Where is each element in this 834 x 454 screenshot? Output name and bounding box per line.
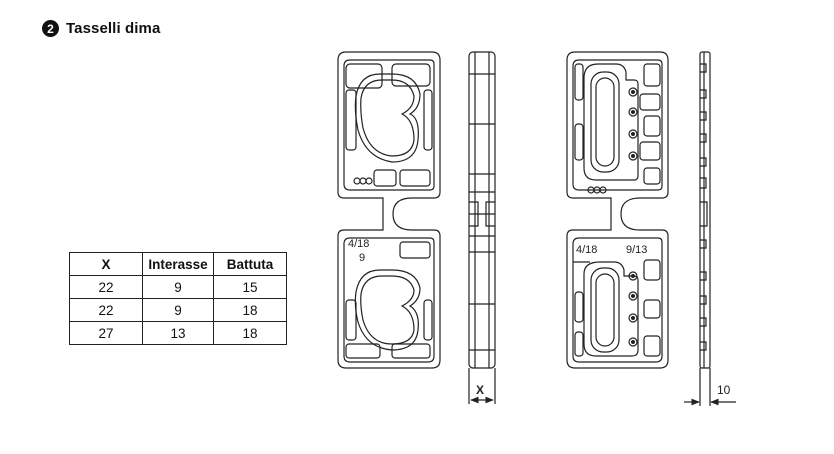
spec-table: X Interasse Battuta 22 9 15 22 9 18 27 1… bbox=[69, 252, 287, 345]
table-cell: 15 bbox=[213, 275, 287, 299]
dimension-x bbox=[468, 368, 496, 404]
left-template-label-bottom: 9 bbox=[359, 252, 365, 264]
dimension-x-label: X bbox=[476, 383, 484, 397]
table-header-row: X Interasse Battuta bbox=[69, 252, 287, 276]
right-template-label-left: 4/18 bbox=[576, 244, 597, 256]
table-cell: 18 bbox=[213, 298, 287, 322]
right-template-front-view bbox=[566, 51, 669, 369]
section-title: Tasselli dima bbox=[66, 20, 161, 37]
table-header-battuta: Battuta bbox=[213, 252, 287, 276]
table-cell: 18 bbox=[213, 321, 287, 345]
dimension-10-label: 10 bbox=[717, 383, 731, 397]
table-row: 22 9 15 bbox=[69, 275, 287, 299]
table-row: 27 13 18 bbox=[69, 321, 287, 345]
right-template-side-view bbox=[699, 51, 711, 369]
table-cell: 9 bbox=[142, 298, 214, 322]
left-template-side-view bbox=[468, 51, 496, 369]
table-header-interasse: Interasse bbox=[142, 252, 214, 276]
section-number-badge: 2 bbox=[42, 20, 59, 37]
right-template-label-right: 9/13 bbox=[626, 244, 647, 256]
left-template-label-top: 4/18 bbox=[348, 238, 369, 250]
left-template-front-view bbox=[337, 51, 441, 369]
section-heading: 2 Tasselli dima bbox=[42, 20, 160, 37]
table-cell: 27 bbox=[69, 321, 143, 345]
table-cell: 9 bbox=[142, 275, 214, 299]
dimension-10 bbox=[684, 368, 736, 406]
